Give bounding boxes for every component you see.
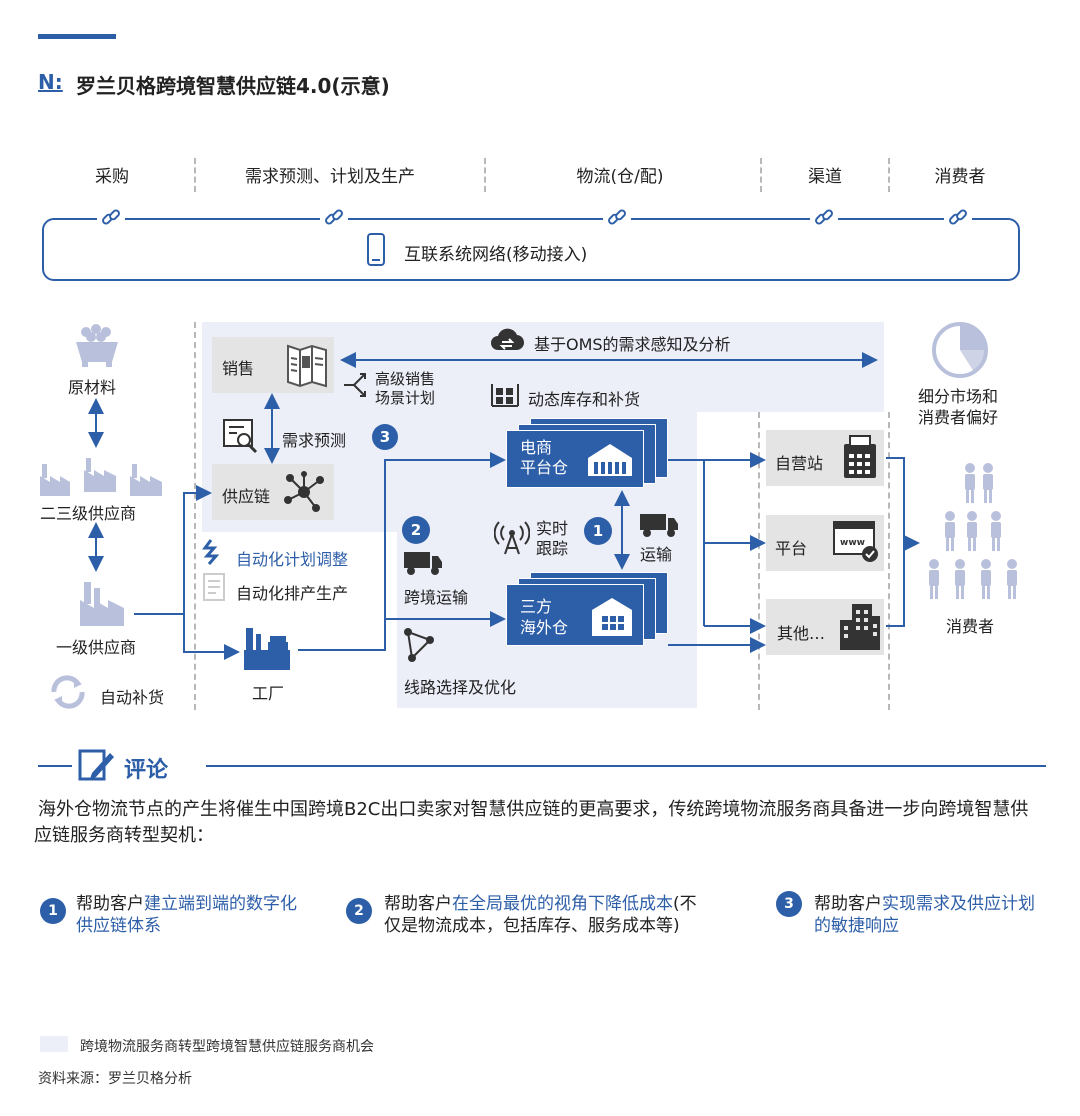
badge-1: 1 bbox=[584, 517, 612, 545]
raw-material-label: 原材料 bbox=[68, 378, 117, 397]
oms-label: 基于OMS的需求感知及分析 bbox=[534, 335, 731, 354]
badge-2: 2 bbox=[402, 516, 430, 544]
section-divider bbox=[888, 412, 890, 710]
stage-forecast-plan: 需求预测、计划及生产 bbox=[245, 167, 415, 187]
pie-chart-icon bbox=[932, 322, 988, 378]
stage-logistics: 物流(仓/配) bbox=[576, 167, 664, 187]
sales-label: 销售 bbox=[222, 359, 255, 378]
comment-paragraph: 海外仓物流节点的产生将催生中国跨境B2C出口卖家对智慧供应链的更高要求，传统跨境… bbox=[34, 799, 1029, 846]
realtime-label: 实时 跟踪 bbox=[536, 519, 569, 558]
point-2-prefix: 帮助客户 bbox=[384, 894, 452, 914]
auto-schedule-label: 自动化排产生产 bbox=[236, 584, 349, 603]
mobile-icon bbox=[367, 233, 385, 266]
header-divider bbox=[760, 158, 762, 192]
tier1-label: 一级供应商 bbox=[56, 638, 137, 657]
consumers-label: 消费者 bbox=[946, 617, 995, 636]
platform-label: 平台 bbox=[775, 539, 808, 558]
auto-schedule-icon bbox=[203, 573, 225, 601]
warehouse-icon bbox=[588, 444, 632, 476]
point-3-highlight: 实现需求及供应计划的敏捷响应 bbox=[814, 894, 1035, 936]
flow-arrows bbox=[88, 352, 920, 660]
advanced-sales-label: 高级销售 场景计划 bbox=[375, 370, 436, 407]
comment-rule-right bbox=[206, 765, 1046, 767]
point-1-text: 帮助客户建立端到端的数字化供应链体系 bbox=[76, 893, 306, 937]
route-icon bbox=[404, 628, 434, 662]
overseas-warehouse-label: 三方 海外仓 bbox=[520, 597, 569, 637]
auto-plan-label: 自动化计划调整 bbox=[236, 550, 349, 569]
other-label: 其他… bbox=[777, 624, 826, 643]
transport-label: 运输 bbox=[640, 545, 673, 564]
factories-icon bbox=[40, 458, 162, 496]
forecast-label: 需求预测 bbox=[282, 431, 347, 450]
point-2-highlight: 在全局最优的视角下降低成本 bbox=[452, 894, 673, 914]
source-note: 资料来源：罗兰贝格分析 bbox=[38, 1071, 192, 1087]
comment-rule-left bbox=[38, 765, 72, 767]
point-1-badge: 1 bbox=[40, 898, 66, 924]
cross-border-label: 跨境运输 bbox=[404, 588, 469, 607]
route-label: 线路选择及优化 bbox=[404, 678, 517, 697]
replenish-icon bbox=[51, 675, 85, 709]
web-icon: www bbox=[833, 521, 878, 562]
signal-tower-icon bbox=[494, 521, 530, 555]
point-2-badge: 2 bbox=[346, 898, 372, 924]
warehouse-icon bbox=[592, 598, 632, 636]
network-box bbox=[42, 218, 1020, 281]
page-title: 罗兰贝格跨境智慧供应链4.0(示意) bbox=[76, 74, 390, 98]
tier23-label: 二三级供应商 bbox=[40, 504, 137, 523]
calculator-icon bbox=[844, 435, 876, 478]
self-store-label: 自营站 bbox=[775, 454, 824, 473]
brochure-icon bbox=[287, 344, 327, 388]
point-2-text: 帮助客户在全局最优的视角下降低成本(不仅是物流成本，包括库存、服务成本等) bbox=[384, 893, 710, 937]
building-icon bbox=[840, 604, 880, 650]
cloud-sync-icon bbox=[491, 328, 524, 351]
link-icon bbox=[97, 209, 125, 225]
point-3-badge: 3 bbox=[776, 891, 802, 917]
point-1-prefix: 帮助客户 bbox=[76, 894, 144, 914]
comment-heading: 评论 bbox=[124, 758, 169, 783]
badge-3: 3 bbox=[372, 424, 398, 450]
truck-icon bbox=[404, 552, 442, 575]
accent-bar bbox=[38, 34, 116, 39]
section-divider bbox=[758, 412, 760, 710]
point-3-text: 帮助客户实现需求及供应计划的敏捷响应 bbox=[814, 893, 1038, 937]
factory-icon bbox=[244, 628, 290, 670]
ecom-warehouse-label: 电商 平台仓 bbox=[520, 438, 569, 477]
stage-procurement: 采购 bbox=[95, 167, 129, 187]
header-divider bbox=[888, 158, 890, 192]
segment-label: 细分市场和 消费者偏好 bbox=[918, 387, 999, 427]
forecast-icon bbox=[223, 419, 258, 454]
point-3-prefix: 帮助客户 bbox=[814, 894, 882, 914]
legend-swatch bbox=[40, 1036, 68, 1052]
title-prefix: N: bbox=[38, 70, 63, 94]
consumers-icon bbox=[929, 463, 1017, 599]
link-icon bbox=[944, 209, 972, 225]
factory-label: 工厂 bbox=[252, 684, 285, 703]
header-divider bbox=[484, 158, 486, 192]
legend-label: 跨境物流服务商转型跨境智慧供应链服务商机会 bbox=[80, 1039, 374, 1055]
network-node-icon bbox=[284, 471, 324, 512]
branch-icon bbox=[344, 373, 366, 397]
stage-consumer: 消费者 bbox=[934, 167, 986, 187]
link-icons bbox=[97, 209, 972, 225]
stage-channel: 渠道 bbox=[808, 167, 842, 187]
header-divider bbox=[194, 158, 196, 192]
tier1-factory-icon bbox=[80, 582, 124, 626]
section-divider bbox=[194, 322, 196, 710]
link-icon bbox=[603, 209, 631, 225]
link-icon bbox=[320, 209, 348, 225]
point-2-rest: (不仅是物流成本，包括库存、服务成本等) bbox=[384, 894, 697, 936]
auto-plan-icon bbox=[202, 539, 220, 565]
point-1-highlight: 建立端到端的数字化供应链体系 bbox=[76, 894, 297, 936]
inventory-icon bbox=[491, 384, 519, 407]
link-icon bbox=[810, 209, 838, 225]
comment-edit-icon bbox=[78, 749, 114, 781]
supply-chain-label: 供应链 bbox=[222, 487, 271, 506]
svg-text:www: www bbox=[840, 538, 865, 548]
network-label: 互联系统网络(移动接入) bbox=[404, 245, 588, 265]
auto-replenish-label: 自动补货 bbox=[100, 688, 165, 707]
dynamic-inventory-label: 动态库存和补货 bbox=[528, 390, 641, 409]
raw-material-icon bbox=[76, 324, 118, 367]
truck-icon bbox=[640, 514, 678, 537]
